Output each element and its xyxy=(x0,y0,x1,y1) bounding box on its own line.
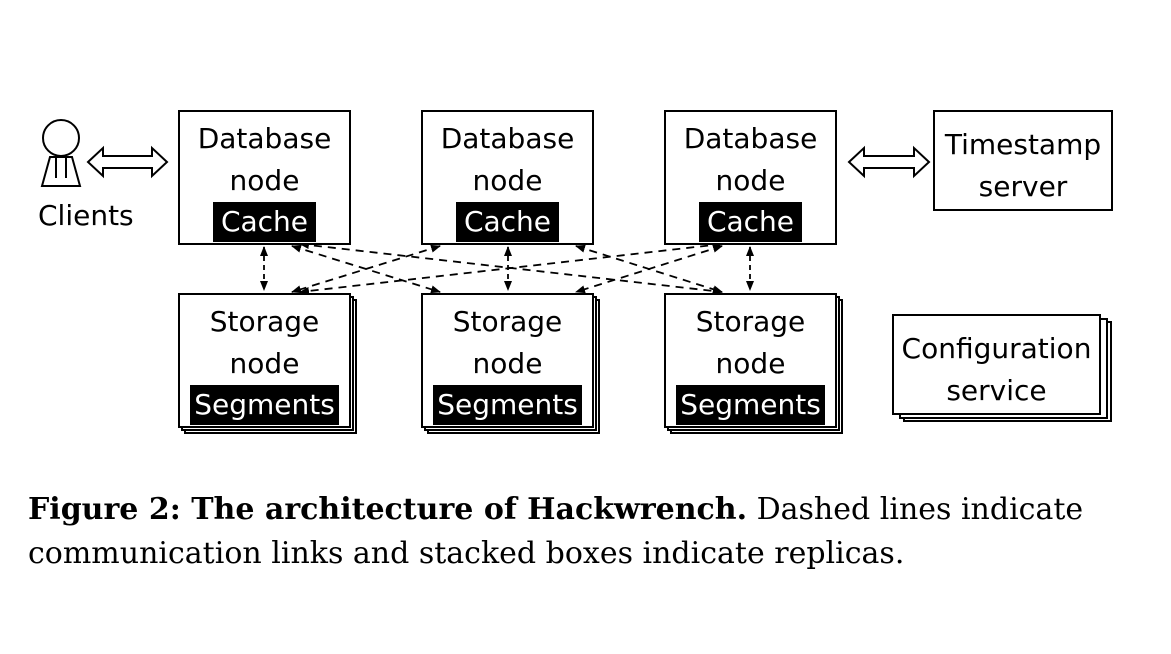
segments-label: Segments xyxy=(190,385,339,425)
cache-label: Cache xyxy=(455,202,560,242)
storage-node-title-line1: Storage xyxy=(695,305,806,338)
database-node-title-line2: node xyxy=(472,164,543,197)
caption-label: Figure 2: The architecture of Hackwrench… xyxy=(28,492,748,527)
storage-node-2: Storage node Segments xyxy=(421,293,594,428)
timestamp-server-line2: server xyxy=(978,170,1068,203)
segments-label: Segments xyxy=(433,385,582,425)
storage-node-title-line2: node xyxy=(472,347,543,380)
database-node-title-line1: Database xyxy=(683,122,818,155)
clients-label: Clients xyxy=(38,199,134,232)
database-node-title-line2: node xyxy=(229,164,300,197)
timestamp-server: Timestamp server xyxy=(933,110,1113,211)
segments-label: Segments xyxy=(676,385,825,425)
configuration-service-line2: service xyxy=(946,374,1047,407)
configuration-service: Configuration service xyxy=(892,314,1101,415)
database-node-2: Database node Cache xyxy=(421,110,594,245)
database-node-title-line1: Database xyxy=(440,122,575,155)
configuration-service-line1: Configuration xyxy=(901,332,1092,365)
client-person-icon xyxy=(40,119,82,187)
storage-node-title-line1: Storage xyxy=(452,305,563,338)
timestamp-server-line1: Timestamp xyxy=(944,128,1102,161)
storage-node-title-line1: Storage xyxy=(209,305,320,338)
database-node-title-line2: node xyxy=(715,164,786,197)
database-node-1: Database node Cache xyxy=(178,110,351,245)
storage-node-title-line2: node xyxy=(229,347,300,380)
storage-node-1: Storage node Segments xyxy=(178,293,351,428)
cache-label: Cache xyxy=(212,202,317,242)
caption-text: Dashed lines indicate communication link… xyxy=(28,492,1084,571)
cache-label: Cache xyxy=(698,202,803,242)
link-db3-storage2 xyxy=(575,244,723,294)
client-db-double-arrow-icon xyxy=(86,145,169,179)
db-timestamp-double-arrow-icon xyxy=(847,145,931,179)
database-node-3: Database node Cache xyxy=(664,110,837,245)
figure-caption: Figure 2: The architecture of Hackwrench… xyxy=(28,488,1128,576)
storage-node-title-line2: node xyxy=(715,347,786,380)
storage-node-3: Storage node Segments xyxy=(664,293,837,428)
database-node-title-line1: Database xyxy=(197,122,332,155)
